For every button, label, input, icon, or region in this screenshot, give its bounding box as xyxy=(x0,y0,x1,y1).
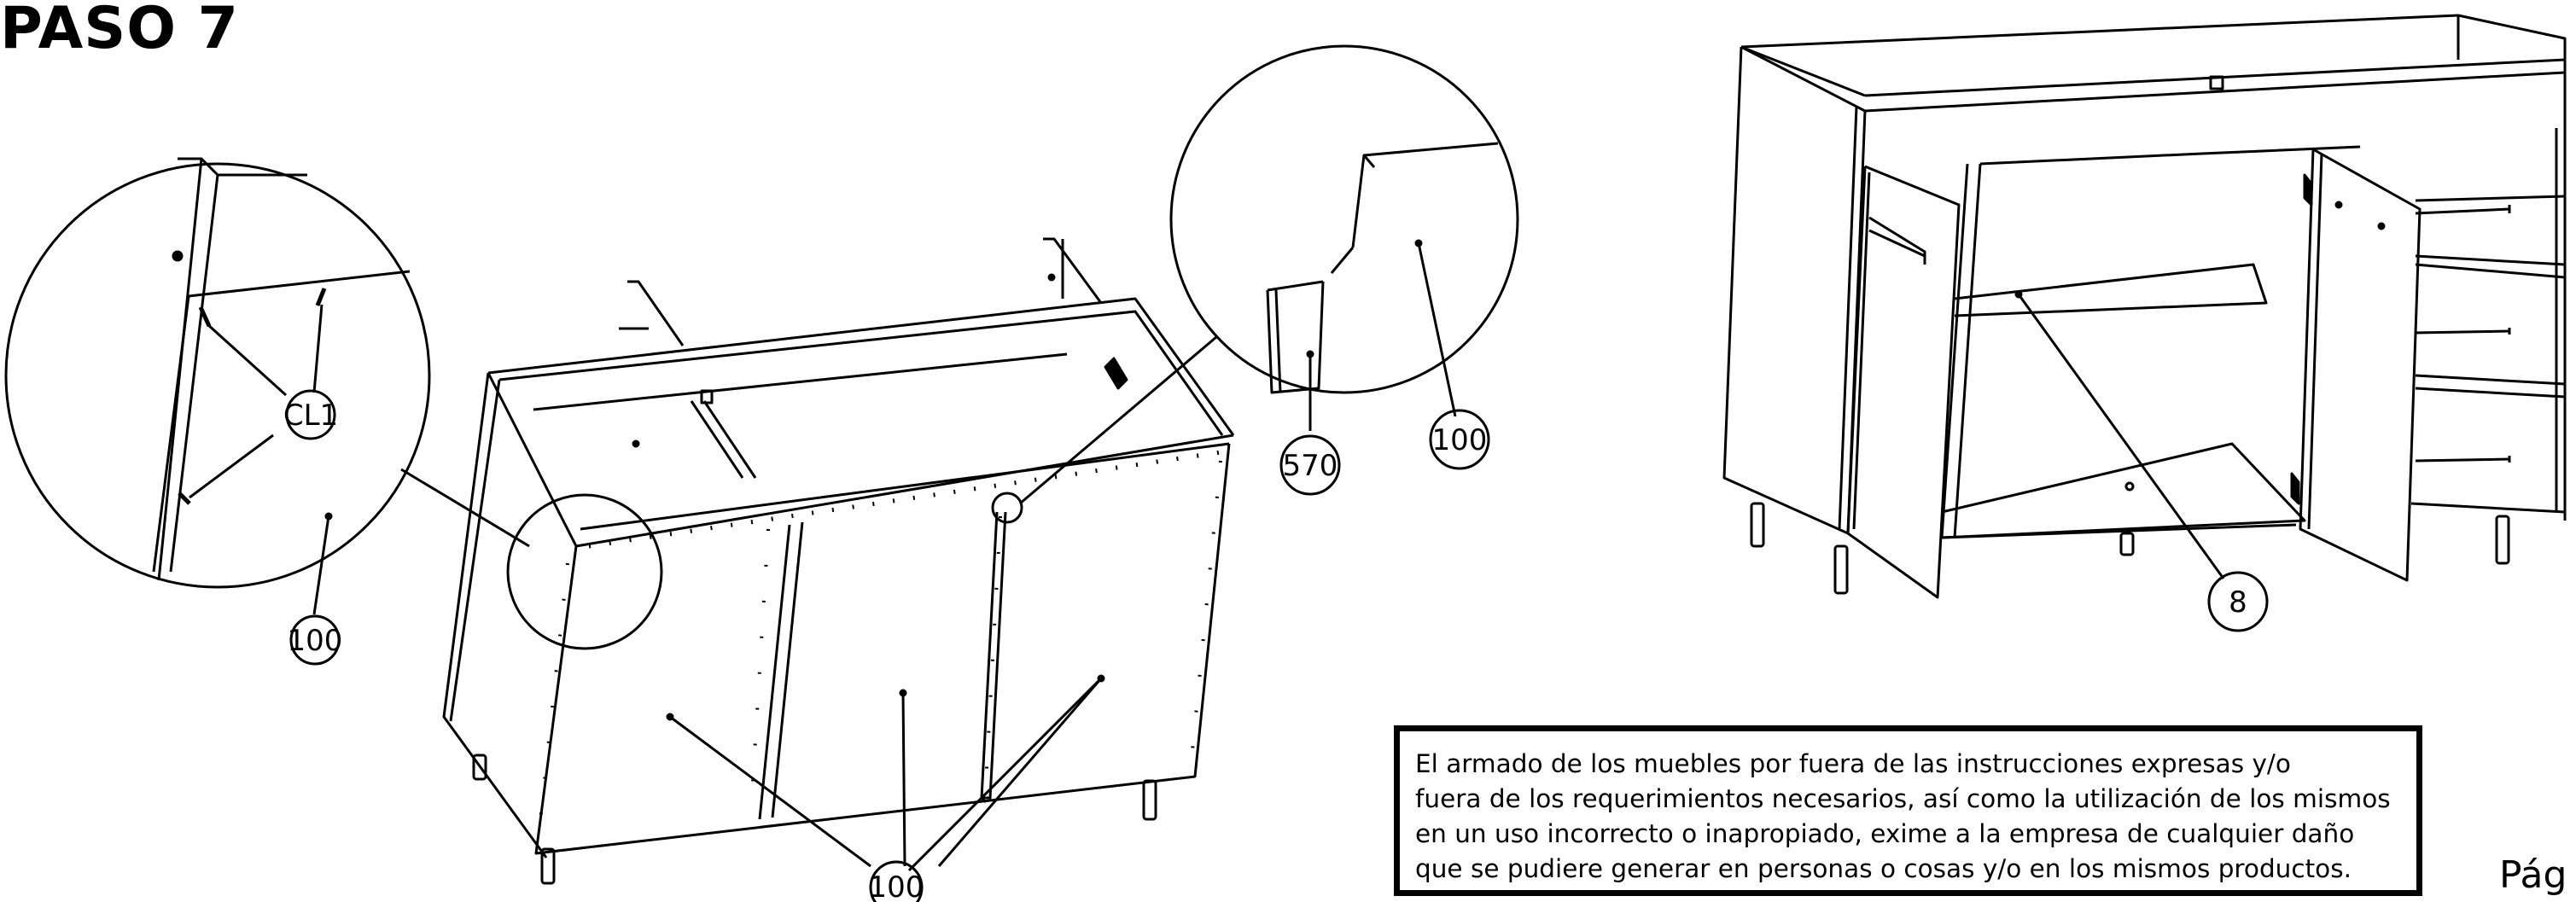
callout-100-right: 100 xyxy=(1432,423,1488,457)
callout-bubble-100-doors xyxy=(869,860,924,902)
cabinet-front-view xyxy=(1722,14,2567,599)
step-title: PASO 7 xyxy=(0,0,239,62)
callout-cl1: CL1 xyxy=(283,399,338,433)
disclaimer-line: que se pudiere generar en personas o cos… xyxy=(1415,854,2352,883)
callout-bubble-570 xyxy=(1279,434,1341,496)
page-label: Pág xyxy=(2499,853,2567,897)
callout-bubble-8 xyxy=(2207,571,2269,632)
cabinet-rear-view xyxy=(442,237,1235,885)
callout-570: 570 xyxy=(1283,449,1338,483)
detail-circle-cl1 xyxy=(4,157,530,615)
disclaimer-line: El armado de los muebles por fuera de la… xyxy=(1415,749,2291,778)
disclaimer-box: El armado de los muebles por fuera de la… xyxy=(1394,725,2422,896)
callout-bubble-100-left xyxy=(289,614,341,666)
callout-100-doors: 100 xyxy=(869,870,924,902)
callout-100-left: 100 xyxy=(288,624,343,658)
disclaimer-line: fuera de los requerimientos necesarios, … xyxy=(1415,784,2391,813)
callout-bubble-cl1 xyxy=(285,389,336,440)
callout-bubble-100-right xyxy=(1429,409,1490,470)
callout-8: 8 xyxy=(2229,585,2247,620)
disclaimer-line: en un uso incorrecto o inapropiado, exim… xyxy=(1415,819,2355,848)
